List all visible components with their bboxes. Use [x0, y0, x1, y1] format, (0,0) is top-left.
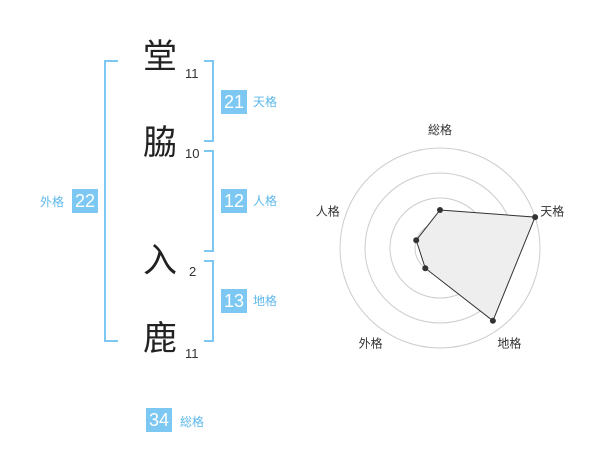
name-char-3: 入 [143, 241, 177, 281]
radar-data-area [415, 209, 536, 322]
tenkaku-value: 21 [221, 90, 247, 114]
soukaku-value: 34 [146, 408, 172, 432]
name-char-4: 鹿 [143, 319, 177, 359]
soukaku-label: 総格 [180, 415, 205, 429]
jinkaku-value: 12 [221, 189, 247, 213]
name-char-2: 脇 [143, 123, 177, 163]
radar-axis-label: 人格 [316, 204, 340, 219]
stroke-count-1: 11 [185, 66, 199, 81]
name-char-1: 堂 [143, 37, 177, 77]
radar-axis-label: 外格 [359, 335, 383, 350]
stroke-count-3: 2 [189, 264, 197, 279]
radar-point [532, 214, 539, 221]
stroke-count-4: 11 [185, 346, 199, 361]
jinkaku-label: 人格 [253, 194, 278, 208]
radar-axis-label: 地格 [497, 335, 521, 350]
chikaku-label: 地格 [253, 294, 278, 308]
tenkaku-bracket [204, 60, 214, 142]
chikaku-bracket [204, 260, 214, 342]
radar-point [413, 237, 420, 244]
tenkaku-label: 天格 [253, 95, 278, 109]
radar-point [422, 265, 429, 272]
radar-point [437, 207, 443, 213]
gaikaku-bracket [104, 60, 118, 342]
radar-ring [339, 147, 541, 349]
gaikaku-label: 外格 [40, 195, 65, 209]
gaikaku-value: 22 [72, 189, 98, 213]
jinkaku-bracket [204, 150, 214, 252]
stroke-count-2: 10 [185, 146, 200, 161]
radar-point [489, 317, 496, 324]
chikaku-value: 13 [221, 289, 247, 313]
radar-axis-label: 天格 [540, 204, 564, 219]
radar-axis-label: 総格 [428, 122, 452, 137]
